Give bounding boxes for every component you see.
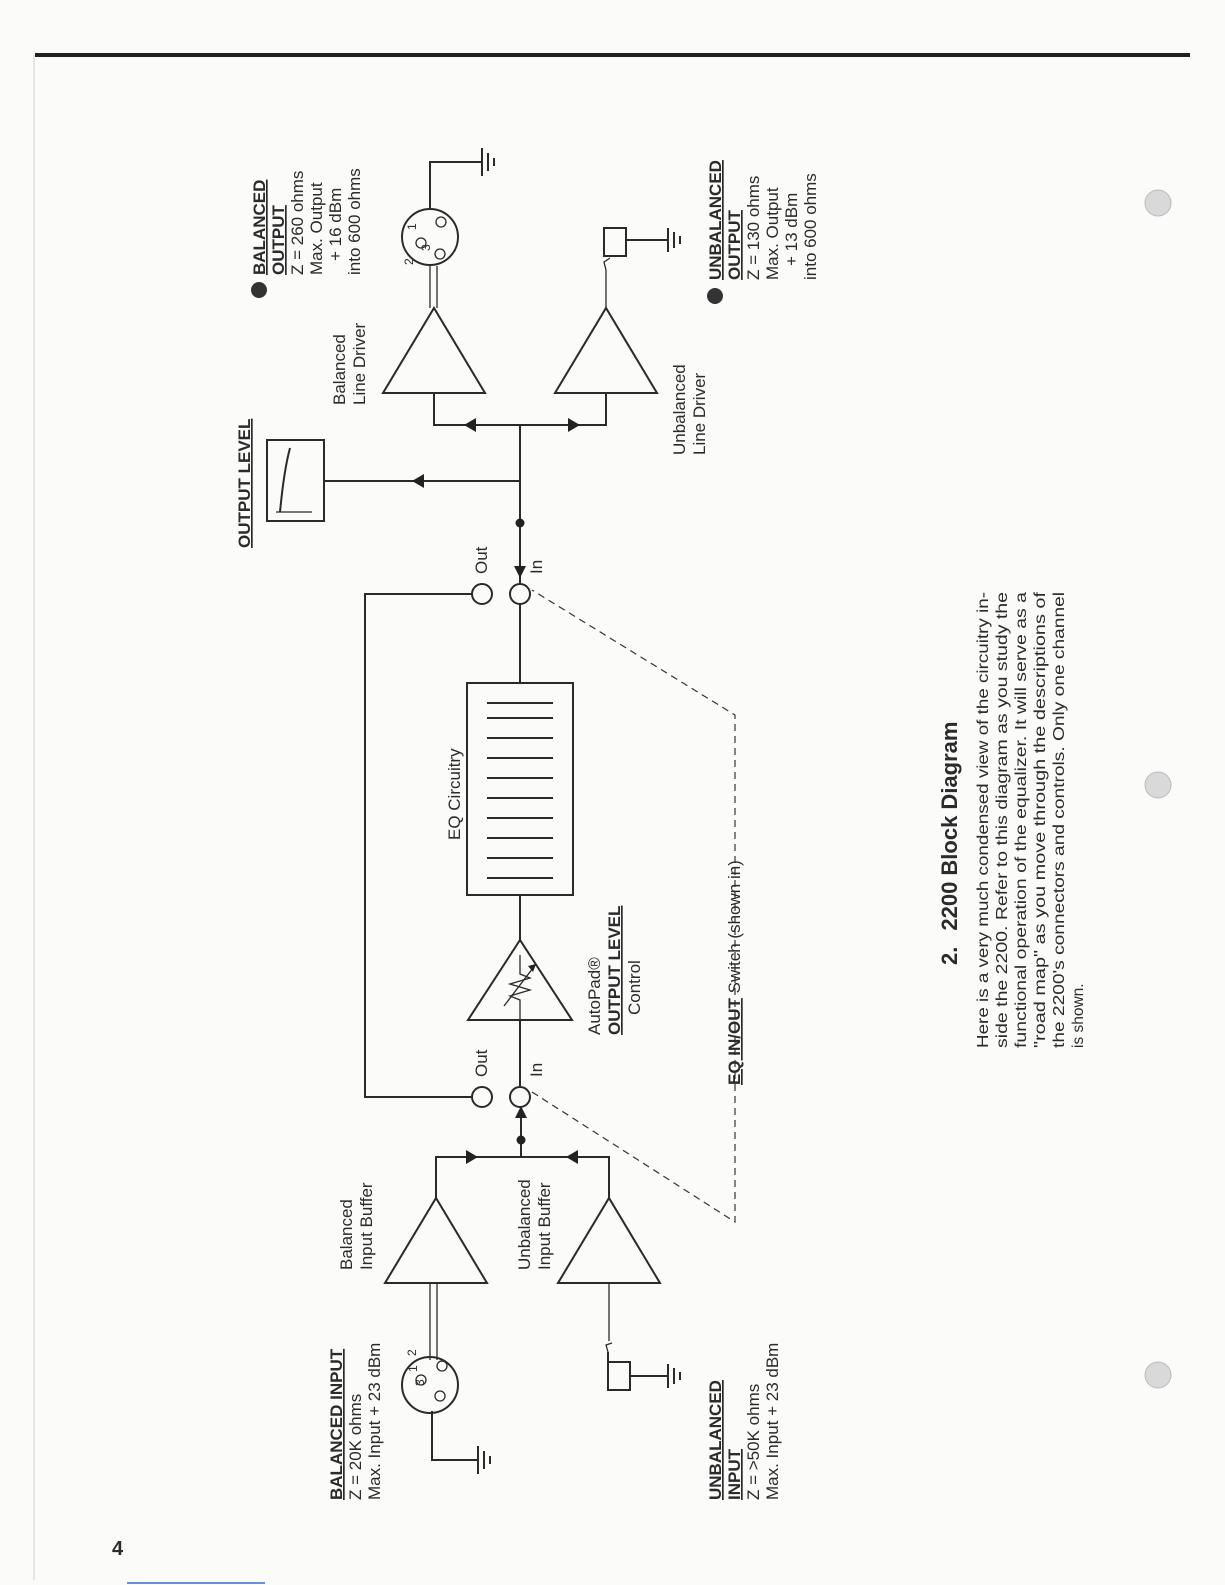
svg-text:Max. Output: Max. Output <box>307 182 326 275</box>
svg-text:into 600 ohms: into 600 ohms <box>801 173 820 280</box>
svg-text:is shown.: is shown. <box>1070 983 1087 1048</box>
eq-in-out-switch-label: EQ IN/OUT Switch (shown in) <box>725 860 744 1085</box>
svg-text:OUTPUT: OUTPUT <box>725 210 744 281</box>
balanced-line-driver-label: Balanced Line Driver <box>330 322 369 405</box>
balanced-output-bullet <box>251 282 267 298</box>
autopad-resistor-icon <box>503 955 537 1020</box>
svg-text:Line Driver: Line Driver <box>690 372 709 455</box>
section-heading: 2. 2200 Block Diagram <box>937 722 962 965</box>
svg-text:+ 16 dBm: + 16 dBm <box>326 188 345 261</box>
svg-text:"road map" as you move through: "road map" as you move through the descr… <box>1032 591 1049 1048</box>
svg-text:+ 13 dBm: + 13 dBm <box>782 193 801 266</box>
output-split-lines <box>433 393 607 432</box>
svg-text:Unbalanced: Unbalanced <box>515 1179 534 1270</box>
svg-text:2.2200 Block Diagram: 2. 2200 Block Diagram <box>937 722 962 965</box>
svg-text:Max. Input + 23 dBm: Max. Input + 23 dBm <box>365 1343 384 1500</box>
svg-text:2: 2 <box>405 1349 419 1356</box>
svg-text:Balanced: Balanced <box>337 1199 356 1270</box>
autopad-label: AutoPad® OUTPUT LEVEL Control <box>585 906 644 1035</box>
svg-text:AutoPad®: AutoPad® <box>585 957 604 1035</box>
svg-text:UNBALANCED: UNBALANCED <box>706 1380 725 1500</box>
output-level-label: OUTPUT LEVEL <box>235 419 254 548</box>
svg-text:Input Buffer: Input Buffer <box>535 1182 554 1270</box>
bypass-loop-wire <box>364 593 472 1098</box>
svg-text:1: 1 <box>406 1365 420 1372</box>
phone-jack-output <box>603 227 681 308</box>
unbalanced-input-label: UNBALANCED INPUT Z = >50K ohms Max. Inpu… <box>706 1343 782 1500</box>
svg-text:into 600 ohms: into 600 ohms <box>345 168 364 275</box>
svg-text:Out: Out <box>472 1049 491 1077</box>
svg-text:Input Buffer: Input Buffer <box>357 1182 376 1270</box>
section-title: 2200 Block Diagram <box>937 722 962 931</box>
svg-text:UNBALANCED: UNBALANCED <box>706 160 725 280</box>
svg-text:BALANCED: BALANCED <box>250 180 269 275</box>
balanced-line-driver-amp <box>381 306 487 394</box>
unbalanced-line-driver-label: Unbalanced Line Driver <box>670 364 709 455</box>
input-eq-switch: Out In <box>471 1049 546 1108</box>
eq-in-out-underlined: EQ IN/OUT <box>725 997 744 1085</box>
svg-text:Z = 130 ohms: Z = 130 ohms <box>744 176 763 280</box>
unbalanced-input-ground <box>630 1364 681 1388</box>
unbalanced-input-buffer-amp <box>556 1196 662 1284</box>
eq-circuitry-label: EQ Circuitry <box>445 748 464 840</box>
svg-text:3: 3 <box>419 244 433 251</box>
svg-text:Z = 20K ohms: Z = 20K ohms <box>346 1394 365 1500</box>
punch-hole-top <box>1144 189 1172 217</box>
balanced-output-label: BALANCED OUTPUT Z = 260 ohms Max. Output… <box>250 168 364 275</box>
svg-text:functional operation of the eq: functional operation of the equalizer. I… <box>1013 592 1030 1048</box>
section-paragraph: Here is a very much condensed view of th… <box>975 591 1087 1048</box>
xlr-output-connector: 1 2 3 <box>401 208 459 266</box>
input-summing-lines <box>435 1106 610 1198</box>
svg-text:1: 1 <box>405 223 419 230</box>
output-level-meter <box>266 439 325 522</box>
balanced-input-buffer-amp <box>383 1196 489 1284</box>
svg-text:side the 2200. Refer to this: side the 2200. Refer to this diagram as … <box>994 592 1011 1048</box>
svg-text:BALANCED INPUT: BALANCED INPUT <box>327 1348 346 1500</box>
svg-text:Z = 260 ohms: Z = 260 ohms <box>288 171 307 275</box>
balanced-input-buffer-label: Balanced Input Buffer <box>337 1182 376 1270</box>
svg-text:Z = >50K ohms: Z = >50K ohms <box>744 1384 763 1500</box>
svg-text:In: In <box>527 1063 546 1077</box>
svg-text:Control: Control <box>625 960 644 1015</box>
svg-text:Here is a very much condensed: Here is a very much condensed view of th… <box>975 592 992 1048</box>
svg-text:In: In <box>527 560 546 574</box>
unbalanced-input-buffer-label: Unbalanced Input Buffer <box>515 1179 554 1270</box>
balanced-input-ground <box>431 1411 491 1474</box>
svg-text:Balanced: Balanced <box>330 334 349 405</box>
balanced-output-ground <box>429 148 495 209</box>
section-number: 2. <box>937 947 962 965</box>
eq-in-out-switch-link <box>531 589 736 1224</box>
unbalanced-line-driver-amp <box>553 306 659 394</box>
svg-text:Unbalanced: Unbalanced <box>670 364 689 455</box>
svg-text:Line Driver: Line Driver <box>350 322 369 405</box>
svg-text:2: 2 <box>402 258 416 265</box>
page-number: 4 <box>112 1538 124 1560</box>
svg-text:INPUT: INPUT <box>725 1448 744 1500</box>
balanced-input-label: BALANCED INPUT Z = 20K ohms Max. Input +… <box>327 1343 384 1500</box>
eq-in-out-rest: Switch (shown in) <box>725 860 744 998</box>
svg-text:3: 3 <box>413 1379 427 1386</box>
svg-text:OUTPUT: OUTPUT <box>269 205 288 276</box>
punch-hole-bottom <box>1144 1361 1172 1389</box>
unbalanced-output-label: UNBALANCED OUTPUT Z = 130 ohms Max. Outp… <box>706 160 820 280</box>
unbalanced-output-bullet <box>707 288 723 304</box>
eq-circuitry-block <box>466 682 574 896</box>
phone-jack-input <box>605 1283 631 1391</box>
output-eq-switch: Out In <box>471 546 546 605</box>
svg-text:Max. Output: Max. Output <box>763 187 782 280</box>
svg-text:the 2200's connectors and cont: the 2200's connectors and controls. Only… <box>1051 592 1068 1048</box>
svg-text:OUTPUT LEVEL: OUTPUT LEVEL <box>605 906 624 1035</box>
svg-text:Out: Out <box>472 546 491 574</box>
punch-hole-middle <box>1144 771 1172 799</box>
output-node-lines <box>325 425 526 584</box>
svg-text:Max. Input + 23 dBm: Max. Input + 23 dBm <box>763 1343 782 1500</box>
